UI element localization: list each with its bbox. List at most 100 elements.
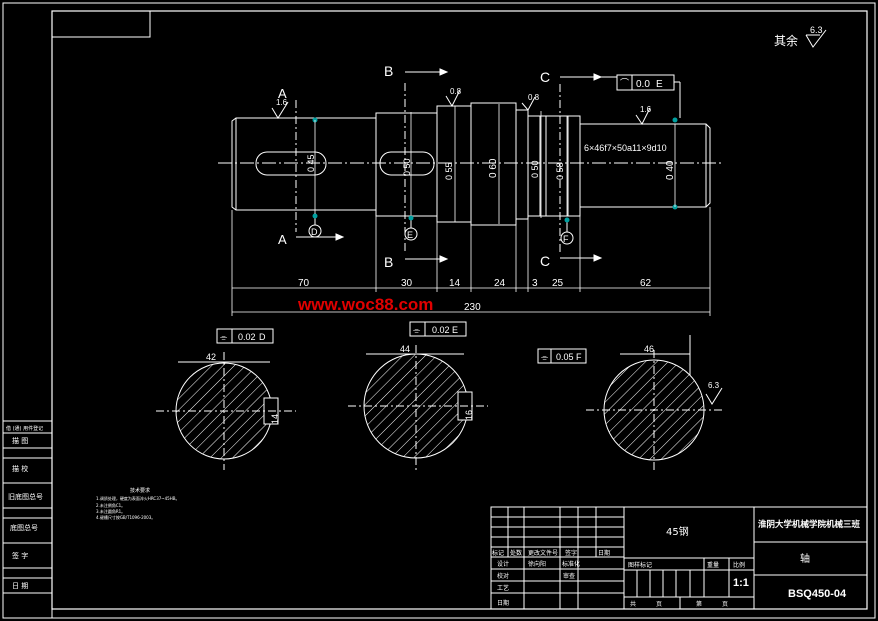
notes-title: 技术要求 <box>130 487 150 494</box>
diameter-6: 0 58 <box>555 162 565 180</box>
keyway-1 <box>255 151 327 176</box>
roughness-1: 1.6 <box>276 98 288 107</box>
dim-30: 30 <box>401 278 413 289</box>
dimension-lines <box>231 207 711 316</box>
s2-sym: ⌯ <box>413 325 421 335</box>
section-b-bottom: B <box>384 254 393 270</box>
tb-total: 共 <box>630 600 636 608</box>
side-row-1: 描 图 <box>12 436 28 445</box>
section-view-2 <box>348 321 488 470</box>
roughness-3: 0.8 <box>528 93 540 102</box>
tb-drawing-no: BSQ450-04 <box>788 588 847 600</box>
tb-scale: 1:1 <box>733 577 749 589</box>
side-row-5: 签 字 <box>12 551 28 560</box>
diameter-3: 0 55 <box>444 162 454 180</box>
side-table <box>2 420 53 619</box>
s1-w: 42 <box>206 352 216 362</box>
section-b-top: B <box>384 63 393 79</box>
s1-k: 14 <box>270 414 280 424</box>
diameter-2: 0 50 <box>402 158 412 176</box>
notes-line-3: 3.未注圆角R1。 <box>96 508 125 514</box>
s3-w: 46 <box>644 344 654 354</box>
dim-14: 14 <box>449 278 461 289</box>
tb-r-std: 标准化 <box>562 560 580 568</box>
s1-ref: D <box>259 332 266 342</box>
tb-h-date: 日期 <box>598 549 610 557</box>
s1-sym: ⌯ <box>220 332 228 342</box>
s2-w: 44 <box>400 344 410 354</box>
s2-tol: 0.02 <box>432 325 450 335</box>
rough-symbol-icon <box>805 29 827 48</box>
section-view-1 <box>156 328 296 470</box>
tb-h-file: 更改文件号 <box>528 549 558 557</box>
tb-school: 淮阴大学机械学院机械三班 <box>758 519 861 530</box>
tb-part-name: 轴 <box>800 552 810 565</box>
tb-weight: 重量 <box>707 561 719 569</box>
tb-h-count: 处数 <box>510 549 522 557</box>
roughness-2: 0.8 <box>450 87 462 96</box>
tol-top-ref: E <box>656 79 663 90</box>
tb-ratio: 比例 <box>733 561 745 569</box>
tb-name-design: 徐向阳 <box>528 560 546 568</box>
diameter-7: 0 40 <box>665 160 676 180</box>
s3-sym: ⌯ <box>541 352 549 362</box>
tb-h-sign: 签字 <box>565 549 577 557</box>
side-row-6: 日 期 <box>12 582 28 590</box>
tb-r-process: 工艺 <box>497 584 509 592</box>
tb-r-review: 审查 <box>563 572 575 580</box>
datum-f: F <box>563 234 569 244</box>
notes-line-1: 1.调质处理，硬度为表面淬火HRC37~45HB。 <box>96 495 179 501</box>
rough-label: 其余 <box>774 33 798 48</box>
tb-sheet: 第 <box>696 600 702 608</box>
s2-ref: E <box>452 325 458 335</box>
spline-spec: 6×46f7×50a11×9d10 <box>584 143 667 153</box>
section-view-3 <box>537 335 723 470</box>
datum-e: E <box>407 230 413 240</box>
side-row-0: 借 (通) 用件登记 <box>6 425 43 432</box>
tb-h-mark: 标记 <box>492 549 504 557</box>
section-markers <box>295 68 603 263</box>
s3-ref: F <box>576 352 582 362</box>
watermark: www.woc88.com <box>297 295 433 314</box>
roughness-4: 1.6 <box>640 105 652 114</box>
side-row-4: 底图总号 <box>10 523 38 532</box>
section-c-top: C <box>540 69 550 85</box>
roughness-marks <box>271 89 651 125</box>
diameter-lines <box>314 104 676 224</box>
roughness-5: 6.3 <box>708 381 720 390</box>
tol-top-value: 0.0 <box>636 79 650 90</box>
s3-tol: 0.05 <box>556 352 574 362</box>
tol-top-symbol: ⌒ <box>620 78 629 88</box>
section-a-bottom: A <box>278 232 287 247</box>
tolerance-frame-top <box>560 74 681 118</box>
dim-24: 24 <box>494 278 506 289</box>
diameter-labels: 0 45 0 50 0 55 0 60 0 50 0 58 0 40 <box>306 154 676 180</box>
tb-r-design: 设计 <box>497 560 509 568</box>
datum-d: D <box>311 227 318 237</box>
s1-tol: 0.02 <box>238 332 256 342</box>
dim-62: 62 <box>640 278 652 289</box>
s2-k: 16 <box>464 410 474 420</box>
title-block <box>490 506 868 610</box>
dim-3: 3 <box>532 278 538 289</box>
section-c-bottom: C <box>540 253 550 269</box>
dim-230: 230 <box>464 302 481 313</box>
rough-value: 6.3 <box>810 25 823 35</box>
corner-box <box>51 10 151 38</box>
inner-border <box>51 10 868 610</box>
datum-markers <box>308 218 574 245</box>
tb-r-approve: 日期 <box>497 599 509 607</box>
tb-r-check: 校对 <box>497 572 509 580</box>
notes-line-2: 2.未注倒角C1。 <box>96 502 125 508</box>
tb-material: 45钢 <box>666 525 689 538</box>
tb-sheet-unit: 页 <box>656 601 662 608</box>
tb-stage: 图样标记 <box>628 561 652 569</box>
tb-sheet-unit2: 页 <box>722 601 728 608</box>
diameter-5: 0 50 <box>530 160 540 178</box>
side-row-3: 旧底图总号 <box>8 492 43 501</box>
section-a-top: A <box>278 86 287 101</box>
diameter-1: 0 45 <box>306 154 316 172</box>
notes-line-4: 4.键槽尺寸按GB/T1096-2003。 <box>96 514 155 520</box>
